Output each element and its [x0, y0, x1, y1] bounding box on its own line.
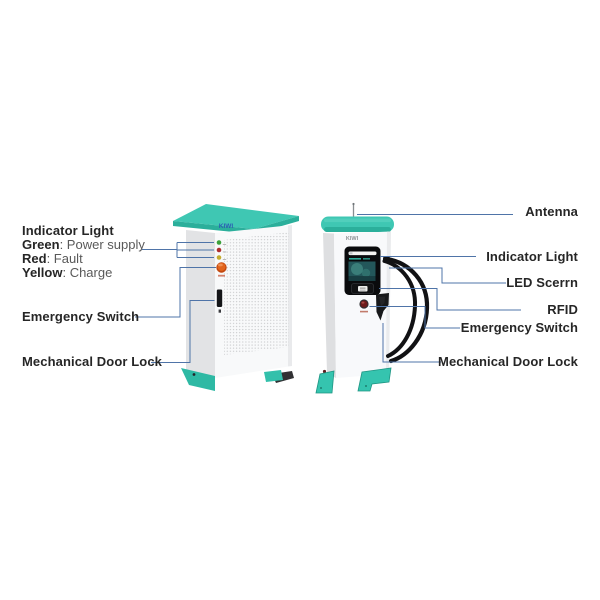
- callout-door-lock-left: Mechanical Door Lock: [22, 354, 162, 369]
- led-screen: [348, 261, 376, 281]
- callout-rfid: RFID: [547, 302, 578, 317]
- pillar-door-lock-dot: [322, 369, 327, 374]
- leader-emergency-right: [369, 306, 460, 329]
- indicator-led-green: [216, 240, 222, 245]
- callout-emergency-switch-right: Emergency Switch: [460, 320, 578, 335]
- right-charging-pillar: KIWI: [315, 202, 430, 394]
- door-lock-left: [216, 289, 223, 313]
- pillar-side-face: [323, 233, 336, 378]
- charging-cable-outer: [384, 256, 430, 364]
- left-cabinet: KIWI: [173, 204, 299, 391]
- legend-green-key: Green: [22, 237, 60, 252]
- pillar-foot-left: [315, 370, 335, 394]
- left-cabinet-foot: [264, 370, 283, 382]
- left-cabinet-cap-top: [173, 204, 299, 229]
- callout-indicator-light-right: Indicator Light: [486, 249, 578, 264]
- callout-antenna: Antenna: [525, 204, 578, 219]
- antenna: [352, 202, 355, 218]
- legend-green-desc: : Power supply: [59, 237, 145, 252]
- hmi-panel: [344, 246, 381, 295]
- left-unit-logo: KIWI: [219, 223, 234, 230]
- leader-emergency-left: [135, 267, 216, 318]
- left-cabinet-base: [181, 368, 215, 391]
- leader-rfid: [379, 288, 521, 311]
- indicator-lights-left: [216, 240, 227, 260]
- legend-red-key: Red: [22, 251, 47, 266]
- leader-indicator-lights-left: [142, 242, 214, 258]
- indicator-light-strip: [348, 251, 377, 256]
- callout-door-lock-right: Mechanical Door Lock: [438, 354, 578, 369]
- emergency-button-left: [216, 262, 227, 277]
- charging-cables: [382, 256, 430, 364]
- legend-green: Green: Power supply: [22, 238, 145, 252]
- vent-grid: [224, 232, 289, 355]
- leader-led-screen: [389, 267, 506, 284]
- pillar-cap-edge: [324, 227, 391, 232]
- leader-door-lock-left: [151, 300, 215, 363]
- rfid-reader: [351, 283, 374, 294]
- base-lock-dot: [192, 373, 196, 376]
- leader-lines: [135, 214, 521, 363]
- emergency-button-right: [359, 299, 369, 313]
- legend-red-desc: : Fault: [46, 251, 83, 266]
- callout-indicator-light-left: Indicator Light: [22, 223, 114, 238]
- legend-red: Red: Fault: [22, 252, 83, 266]
- legend-yellow-desc: : Charge: [62, 265, 113, 280]
- indicator-led-red: [216, 247, 222, 253]
- legend-yellow-key: Yellow: [22, 265, 63, 280]
- right-unit-logo: KIWI: [346, 236, 359, 242]
- leader-door-lock-right: [382, 323, 441, 363]
- legend-yellow: Yellow: Charge: [22, 266, 112, 280]
- callout-led-screen: LED Scerrn: [506, 275, 578, 290]
- indicator-led-yellow: [216, 255, 222, 260]
- callout-emergency-switch-left: Emergency Switch: [22, 309, 140, 324]
